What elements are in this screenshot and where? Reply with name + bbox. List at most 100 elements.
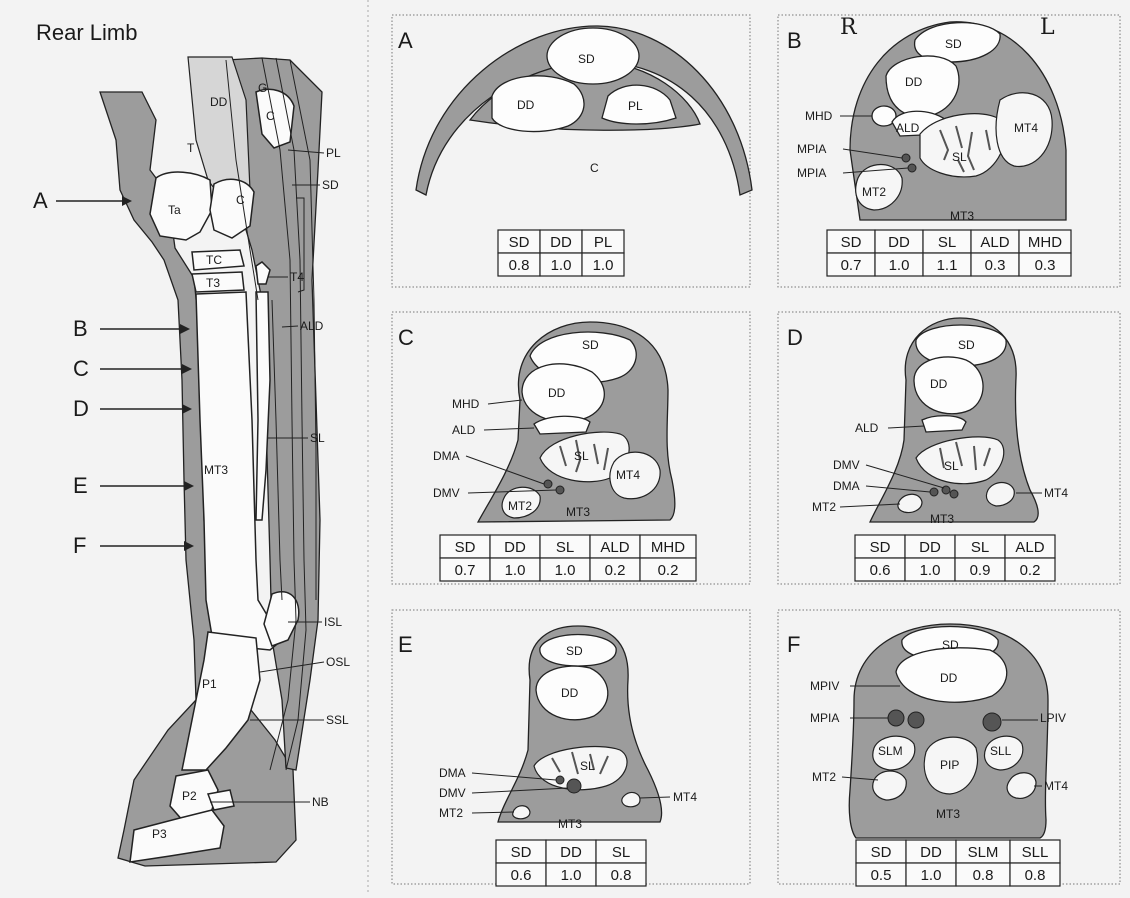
label-T4: T4 [290,270,304,284]
label-G: G [258,81,267,95]
panel-E-dma-vessel [556,776,564,784]
panel-B-header-3: ALD [980,234,1009,251]
label-SSL: SSL [326,713,349,727]
label-PL: PL [326,146,341,160]
panel-F-label-MT4: MT4 [1044,779,1068,793]
panel-A-label-DD: DD [517,98,535,112]
level-label-C: C [73,356,89,381]
panel-E-header-2: SL [612,844,630,861]
panel-F-value-2: 0.8 [973,867,994,884]
panel-B-label-MPIA-1: MPIA [797,142,826,156]
panel-E-label-SL: SL [580,759,595,773]
panel-E-mt2 [513,806,530,819]
panel-D-label-DMA: DMA [833,479,860,493]
panel-F-value-1: 1.0 [921,867,942,884]
panel-A-label-SD: SD [578,52,595,66]
panel-E-letter: E [398,632,413,657]
panel-A-label-C: C [590,161,599,175]
panel-B-label-SL: SL [952,150,967,164]
talus-bone [150,172,212,240]
panel-D-label-MT2: MT2 [812,500,836,514]
panel-D-label-DMV: DMV [833,458,860,472]
panel-C-label-DMA: DMA [433,449,460,463]
panel-B-header-1: DD [888,234,910,251]
panel-B-value-3: 0.3 [985,257,1006,274]
panel-E-label-DMV: DMV [439,786,466,800]
panel-C-dma-vessel [544,480,552,488]
panel-F-value-0: 0.5 [871,867,892,884]
panel-D-label-ALD: ALD [855,421,879,435]
panel-F-label-SD: SD [942,638,959,652]
panel-D-header-0: SD [870,539,891,556]
panel-C-header-1: DD [504,539,526,556]
panel-C-table: SD DD SL ALD MHD 0.7 1.0 1.0 0.2 0.2 [440,535,696,581]
panel-A-label-PL: PL [628,99,643,113]
label-C: C [236,193,245,207]
panel-B-label-MT2: MT2 [862,185,886,199]
panel-E-value-1: 1.0 [561,867,582,884]
panel-F-label-MPIA: MPIA [810,711,839,725]
panel-D-value-0: 0.6 [870,562,891,579]
label-P2: P2 [182,789,197,803]
panel-C-letter: C [398,325,414,350]
panel-A-letter: A [398,28,413,53]
panel-A-header-0: SD [509,234,530,251]
panel-F-lpiv-vessel [983,713,1001,731]
panel-C-label-MT3: MT3 [566,505,590,519]
panel-B-label-SD: SD [945,37,962,51]
panel-D-label-MT4: MT4 [1044,486,1068,500]
panel-F-label-SLM: SLM [878,744,903,758]
panel-C-label-MT2: MT2 [508,499,532,513]
panel-D-label-SL: SL [944,459,959,473]
panel-B-label-DD: DD [905,75,923,89]
panel-A-dd-tendon [492,76,584,132]
panel-C-header-3: ALD [600,539,629,556]
panel-D-header-3: ALD [1015,539,1044,556]
level-label-A: A [33,188,48,213]
panel-C-label-SL: SL [574,449,589,463]
label-Ta: Ta [168,203,181,217]
panel-D-dmv-vessel-1 [942,486,950,494]
panel-D-header-2: SL [971,539,989,556]
panel-E-value-2: 0.8 [611,867,632,884]
panel-B-label-MPIA-2: MPIA [797,166,826,180]
panel-F-letter: F [787,632,800,657]
label-NB: NB [312,795,329,809]
panel-D-label-MT3: MT3 [930,512,954,526]
panel-F-label-MT2: MT2 [812,770,836,784]
panel-C-label-SD: SD [582,338,599,352]
panel-C-header-0: SD [455,539,476,556]
panel-E-header-0: SD [511,844,532,861]
level-label-D: D [73,396,89,421]
panel-C-header-2: SL [556,539,574,556]
panel-B-label-MHD: MHD [805,109,833,123]
panel-B-value-1: 1.0 [889,257,910,274]
panel-A: A SD DD PL C SD DD PL 0.8 1.0 1.0 [392,15,752,287]
panel-B-table: SD DD SL ALD MHD 0.7 1.0 1.1 0.3 0.3 [827,230,1071,276]
label-SL: SL [310,431,325,445]
panel-E-header-1: DD [560,844,582,861]
panel-C-value-1: 1.0 [505,562,526,579]
panel-C-label-MT4: MT4 [616,468,640,482]
panel-B-mpia-vessel-2 [908,164,916,172]
panel-C-value-3: 0.2 [605,562,626,579]
panel-B-handwritten-L: L [1040,15,1055,40]
panel-B-value-4: 0.3 [1035,257,1056,274]
panel-E-table: SD DD SL 0.6 1.0 0.8 [496,840,646,886]
panel-E-label-SD: SD [566,644,583,658]
label-MT3: MT3 [204,463,228,477]
panel-C: C SD DD MHD ALD DMA SL MT4 DMV MT2 MT3 [392,312,750,584]
label-P1: P1 [202,677,217,691]
panel-C-label-ALD: ALD [452,423,476,437]
panel-D-dmv-vessel-2 [950,490,958,498]
panel-F-label-PIP: PIP [940,758,959,772]
panel-F-label-MT3: MT3 [936,807,960,821]
panel-E-value-0: 0.6 [511,867,532,884]
panel-D-ald [922,416,966,432]
panel-C-label-MHD: MHD [452,397,480,411]
panel-E-label-MT2: MT2 [439,806,463,820]
panel-F-label-LPIV: LPIV [1040,711,1066,725]
panel-F-table: SD DD SLM SLL 0.5 1.0 0.8 0.8 [856,840,1060,886]
panel-B-label-MT4: MT4 [1014,121,1038,135]
